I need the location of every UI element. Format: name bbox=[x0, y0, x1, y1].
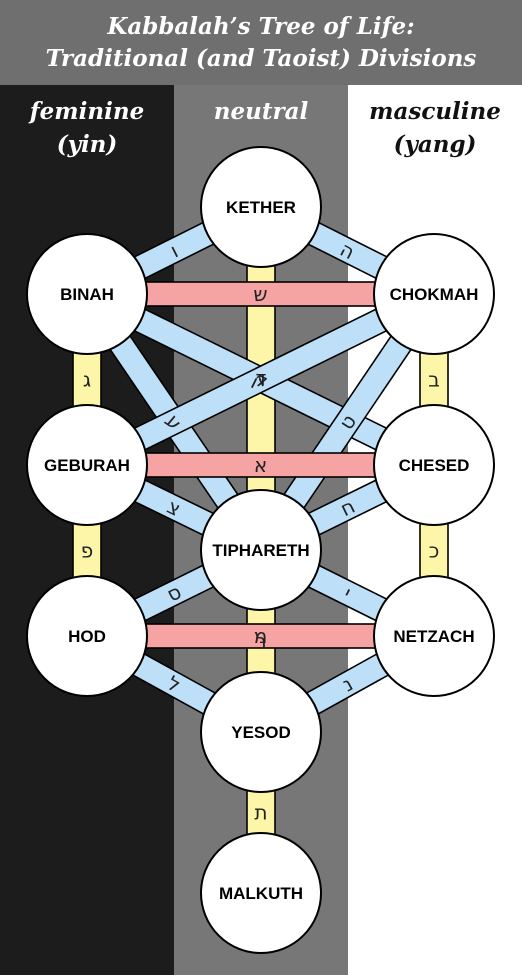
sephirah-binah bbox=[26, 233, 148, 355]
sephirah-kether-label: KETHER bbox=[226, 198, 296, 217]
sephirot-nodes: KETHER BINAH CHOKMAH GEBURAH CHESED TIPHARETH… bbox=[26, 146, 495, 954]
path-letter-kether-tiphareth: ד bbox=[256, 366, 267, 390]
title-line-2: Traditional (and Taoist) Divisions bbox=[46, 45, 477, 72]
sephirah-geburah-label: GEBURAH bbox=[44, 456, 130, 475]
path-letter-geburah-chesed: א bbox=[254, 453, 267, 477]
path-letter-hod-netzach: מ bbox=[254, 624, 268, 648]
sephirah-chokmah bbox=[373, 233, 495, 355]
sephirah-tiphareth-label: TIPHARETH bbox=[212, 541, 309, 560]
path-letter-chesed-netzach: כ bbox=[429, 539, 440, 563]
sephirah-kether bbox=[200, 146, 322, 268]
sephirah-yesod-label: YESOD bbox=[231, 723, 291, 742]
column-left-label: feminine bbox=[28, 98, 144, 125]
sephirah-yesod bbox=[200, 671, 322, 793]
sephirah-malkuth bbox=[200, 832, 322, 954]
sephirah-malkuth-label: MALKUTH bbox=[219, 884, 303, 903]
column-left-sublabel: (yin) bbox=[57, 131, 118, 158]
path-letter-chokmah-chesed: ב bbox=[428, 368, 440, 392]
sephirah-chesed-label: CHESED bbox=[399, 456, 470, 475]
column-center-label: neutral bbox=[214, 98, 309, 125]
sephirah-geburah bbox=[26, 404, 148, 526]
column-right-sublabel: (yang) bbox=[394, 131, 477, 158]
sephirah-chesed bbox=[373, 404, 495, 526]
column-right-label: masculine bbox=[369, 98, 501, 125]
title-line-1: Kabbalah’s Tree of Life: bbox=[106, 13, 414, 40]
path-letter-binah-chokmah: ש bbox=[253, 282, 267, 306]
sephirah-chokmah-label: CHOKMAH bbox=[390, 285, 479, 304]
path-letter-geburah-hod: פ bbox=[81, 539, 94, 563]
title-bar bbox=[0, 0, 522, 85]
path-letter-binah-geburah: ג bbox=[83, 368, 91, 392]
path-letter-tiphareth-yesod: ר bbox=[255, 629, 266, 653]
path-letter-yesod-malkuth: ת bbox=[254, 801, 267, 825]
sephirah-tiphareth bbox=[200, 489, 322, 611]
sephirah-netzach-label: NETZACH bbox=[393, 627, 474, 646]
sephirah-hod bbox=[26, 575, 148, 697]
sephirah-netzach bbox=[373, 575, 495, 697]
sephirah-hod-label: HOD bbox=[68, 627, 106, 646]
sephirah-binah-label: BINAH bbox=[60, 285, 114, 304]
